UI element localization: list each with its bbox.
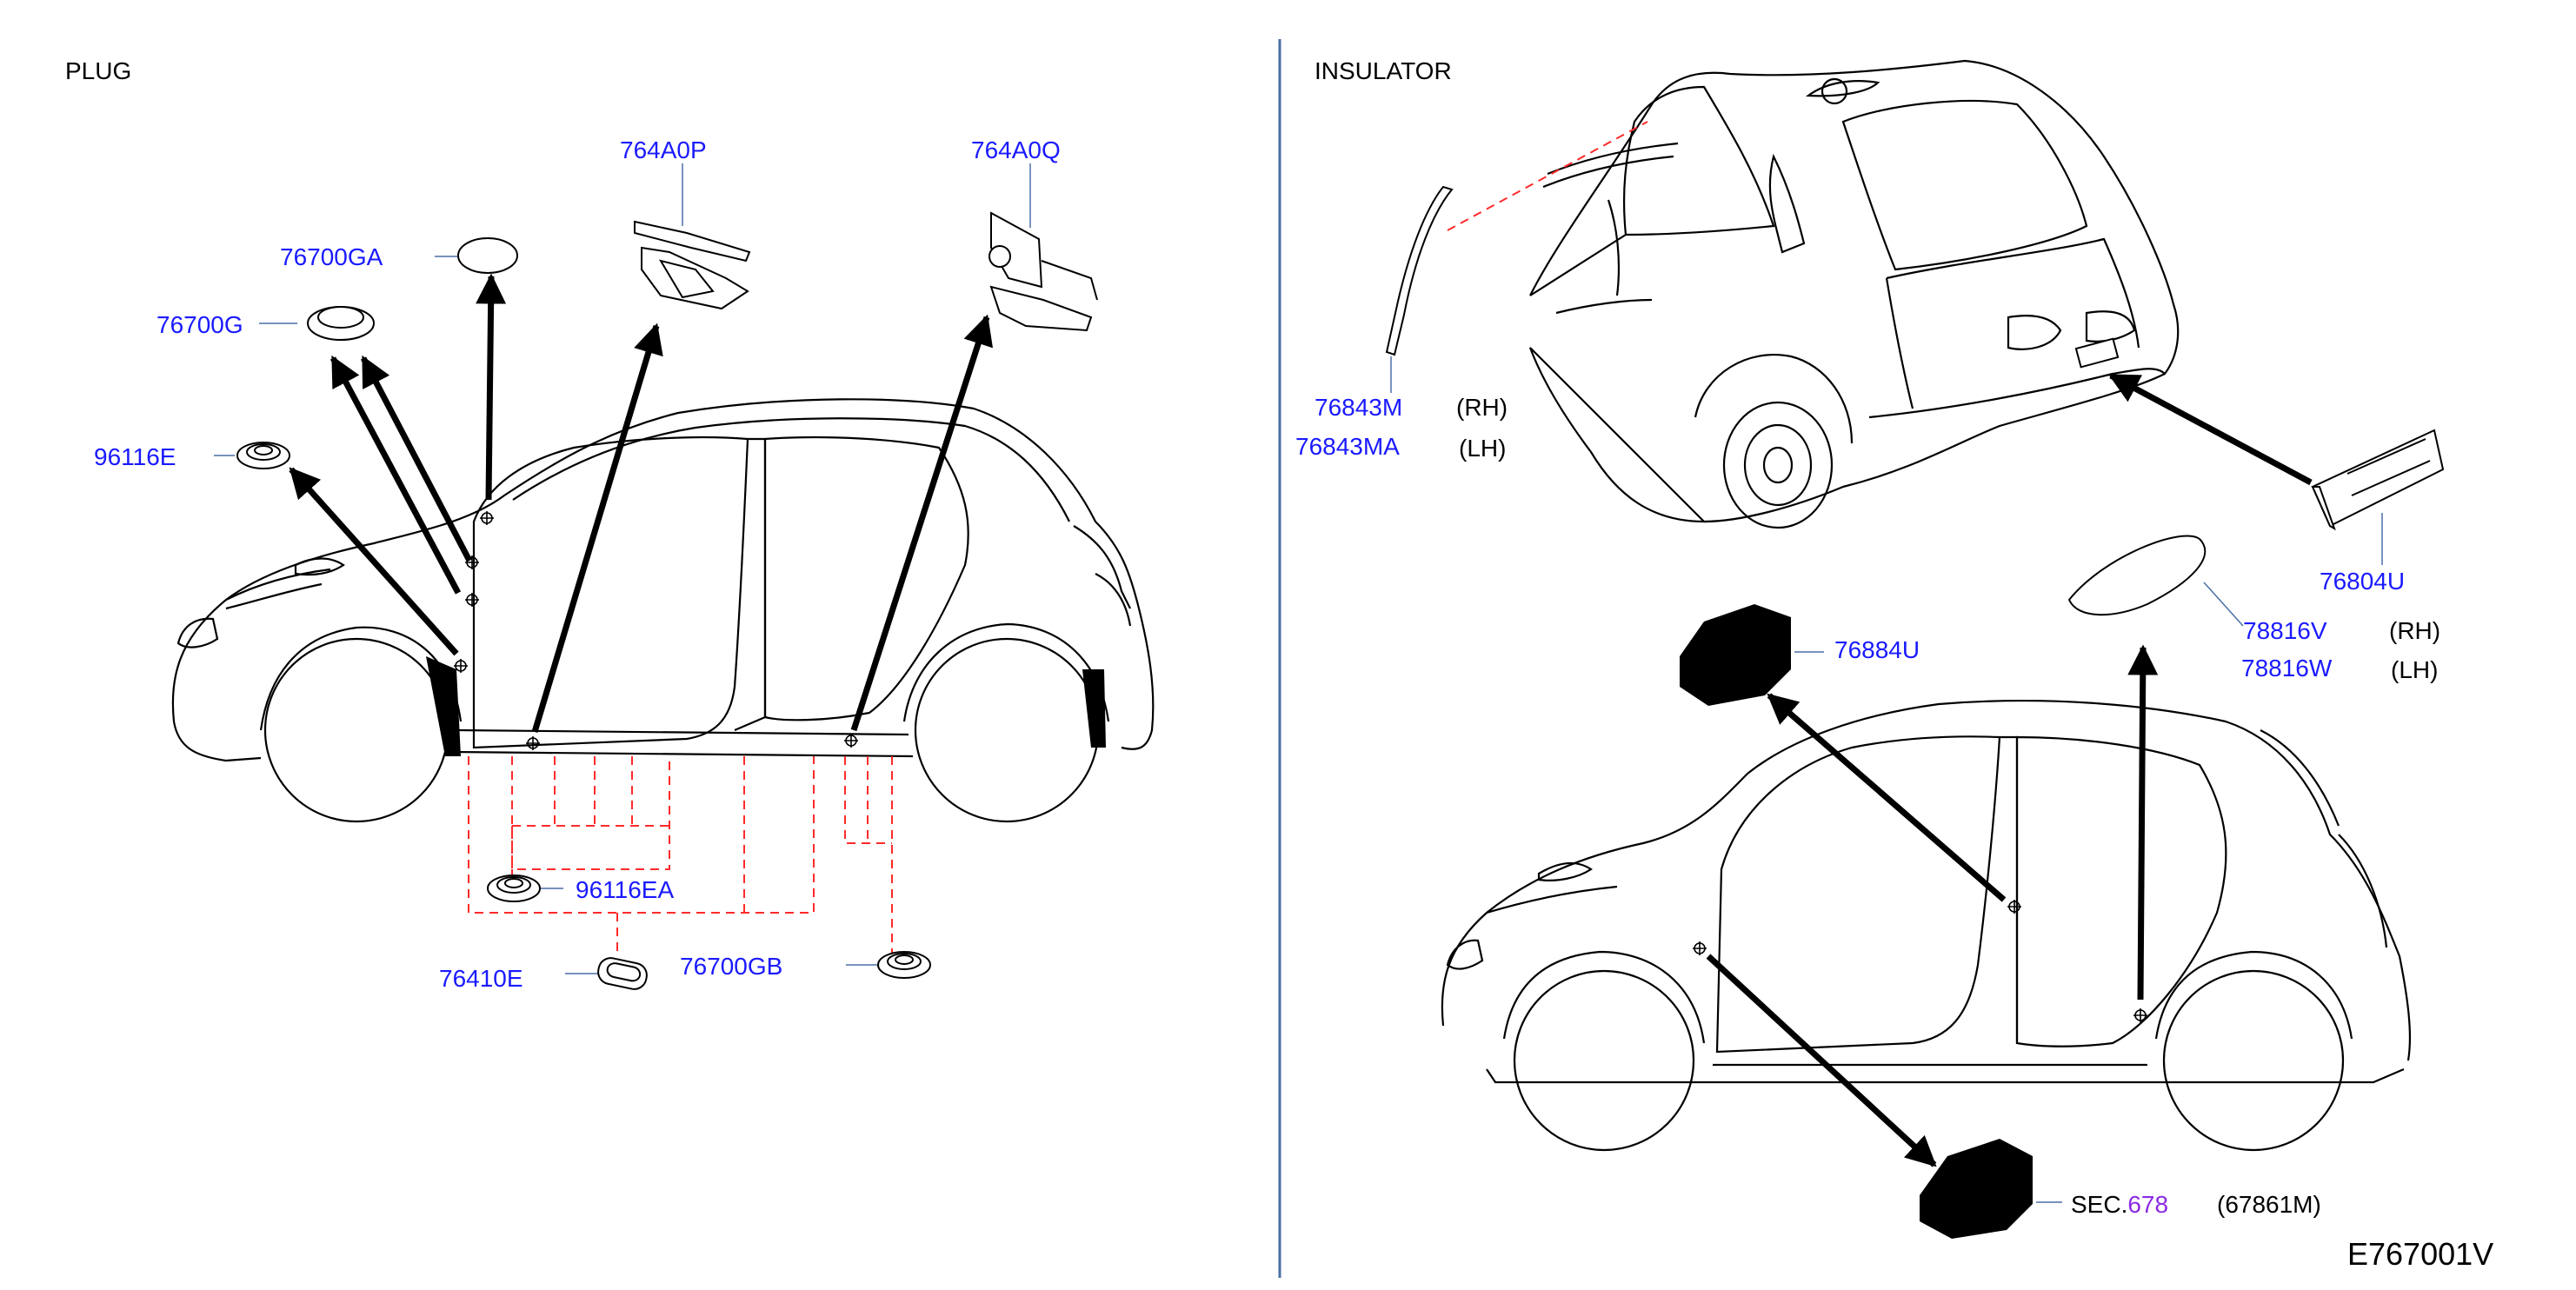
- insulator-76884U-icon: [1680, 604, 1791, 706]
- part-label-78816W[interactable]: 78816W: [2241, 655, 2333, 682]
- clip-764A0P-icon: [634, 220, 751, 310]
- part-label-76804U[interactable]: 76804U: [2320, 568, 2406, 595]
- plug-arrows: [289, 273, 993, 734]
- reflector-arrow: [2107, 372, 2313, 486]
- plug-dashed-leaders: [468, 756, 893, 956]
- part-label-76700GA[interactable]: 76700GA: [280, 243, 383, 270]
- insulator-arrows: [1706, 644, 2159, 1167]
- side-label-rh-76843M: (RH): [1456, 394, 1508, 421]
- grommet-96116E-icon: [236, 442, 290, 469]
- part-label-76884U[interactable]: 76884U: [1834, 636, 1920, 663]
- plug-section-title: PLUG: [65, 57, 132, 84]
- diagram-code: E767001V: [2347, 1236, 2494, 1272]
- insulator-67861M-icon: [1920, 1139, 2033, 1239]
- trim-dashed-leader: [1447, 121, 1648, 231]
- plug-part-leaders: [214, 163, 1031, 974]
- insulator-rear-wheel: [1722, 401, 1834, 529]
- sec-prefix: SEC.: [2071, 1191, 2128, 1218]
- part-label-764A0P[interactable]: 764A0P: [620, 136, 707, 163]
- plug-76410E-icon: [597, 957, 648, 990]
- part-label-78816V[interactable]: 78816V: [2243, 617, 2327, 644]
- sec-678-part-ref: (67861M): [2217, 1191, 2321, 1218]
- plug-location-marks: [454, 511, 858, 750]
- insulator-rear-car-outline: [1528, 59, 2180, 523]
- plug-76700GB-icon: [877, 951, 931, 979]
- part-label-76700GB[interactable]: 76700GB: [680, 953, 783, 980]
- part-label-76700G[interactable]: 76700G: [156, 311, 243, 338]
- insulator-78816V-leader: [2203, 582, 2244, 627]
- plug-76700G-icon: [307, 306, 375, 341]
- front-mudflap: [426, 656, 461, 756]
- rear-reflector-mark: [2074, 337, 2120, 369]
- insulator-section-title: INSULATOR: [1315, 57, 1452, 84]
- plug-car-outline: [171, 398, 1155, 762]
- part-label-96116EA[interactable]: 96116EA: [576, 876, 675, 903]
- part-label-76843M[interactable]: 76843M: [1315, 394, 1403, 421]
- part-label-96116E[interactable]: 96116E: [94, 443, 176, 470]
- part-label-764A0Q[interactable]: 764A0Q: [971, 136, 1061, 163]
- side-label-lh-78816W: (LH): [2391, 656, 2439, 683]
- section-reference-678[interactable]: SEC.678: [2071, 1193, 2168, 1217]
- trim-76843M-icon: [1385, 185, 1454, 356]
- side-label-lh-76843MA: (LH): [1459, 435, 1507, 462]
- insulator-side-car-outline: [1441, 699, 2412, 1084]
- clip-764A0Q-icon: [988, 211, 1098, 332]
- part-label-76410E[interactable]: 76410E: [439, 965, 523, 992]
- reflector-76804U-icon: [2311, 429, 2445, 531]
- front-wheel: [263, 637, 449, 823]
- insulator-location-marks: [1693, 900, 2147, 1022]
- insulator-front-wheel: [1513, 969, 1695, 1152]
- insulator-78816V-icon: [2067, 535, 2207, 616]
- grommet-96116EA-icon: [487, 874, 541, 902]
- part-label-76843MA[interactable]: 76843MA: [1295, 433, 1400, 460]
- insulator-rear-wheel-side: [2162, 969, 2345, 1152]
- sec-number-link[interactable]: 678: [2127, 1191, 2169, 1218]
- rear-wheel: [914, 637, 1100, 823]
- rear-mudflap: [1082, 669, 1106, 748]
- plug-76700GA-icon: [457, 237, 518, 274]
- side-label-rh-78816V: (RH): [2389, 617, 2441, 644]
